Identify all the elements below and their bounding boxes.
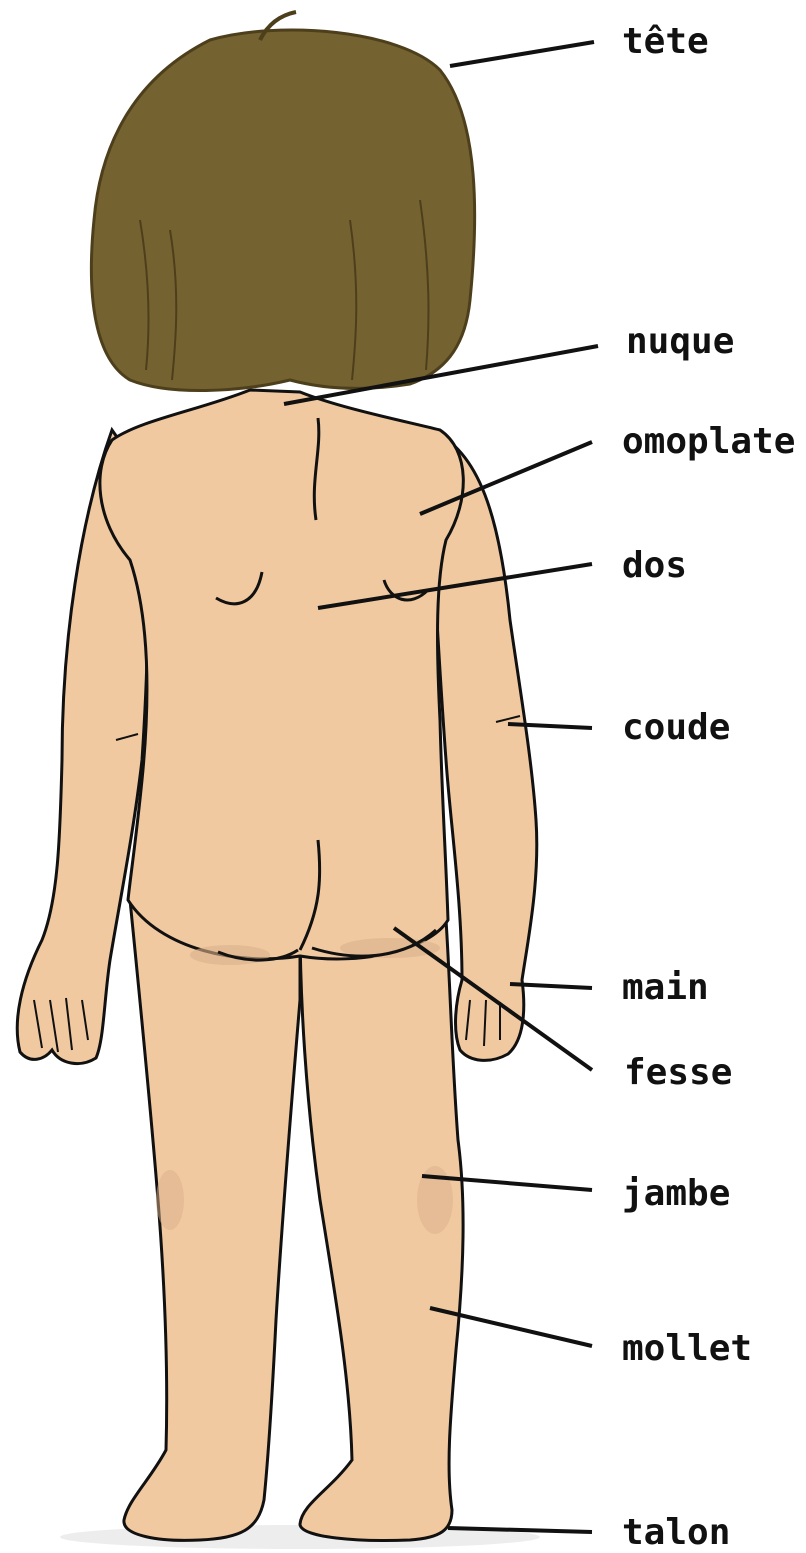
shadow-knee-left (156, 1170, 184, 1230)
label-coude: coude (622, 710, 730, 746)
left-leg (124, 900, 300, 1540)
label-talon: talon (622, 1515, 730, 1551)
label-omoplate: omoplate (622, 424, 795, 460)
label-dos: dos (622, 548, 687, 584)
torso (100, 390, 463, 959)
label-fesse: fesse (624, 1055, 732, 1091)
label-tete: tête (622, 24, 709, 60)
label-nuque: nuque (626, 324, 734, 360)
label-main: main (622, 970, 709, 1006)
leader-line-tete (450, 42, 594, 66)
label-mollet: mollet (622, 1331, 752, 1367)
label-jambe: jambe (622, 1176, 730, 1212)
